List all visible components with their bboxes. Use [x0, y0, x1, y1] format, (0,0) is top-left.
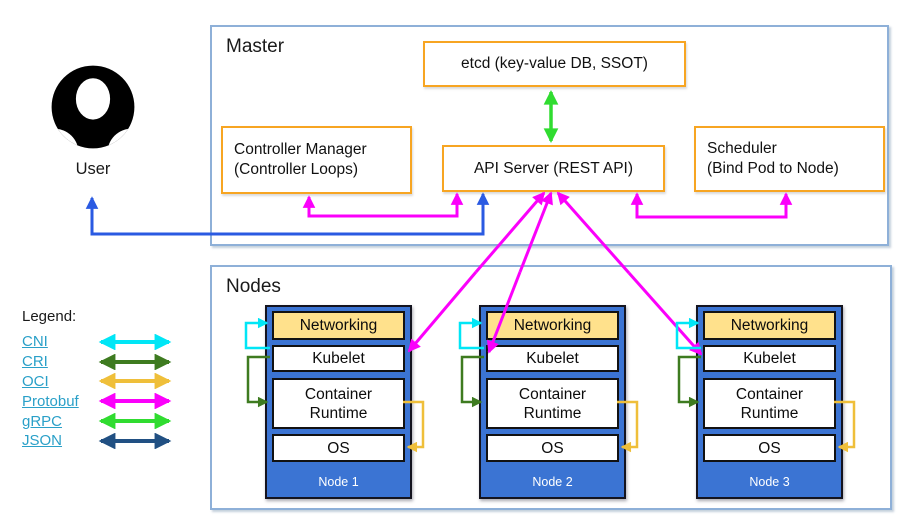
controller-manager-label-line1: Controller Manager — [234, 141, 367, 158]
node-2-os-box: OS — [486, 434, 619, 462]
node-3-card: Networking Kubelet Container Runtime OS … — [696, 305, 843, 499]
legend-arrow-cni — [98, 333, 172, 350]
controller-manager-box: Controller Manager (Controller Loops) — [221, 126, 412, 194]
node-1-runtime-line2: Runtime — [309, 404, 368, 422]
user-icon — [51, 65, 135, 149]
node-2-card: Networking Kubelet Container Runtime OS … — [479, 305, 626, 499]
api-server-label: API Server (REST API) — [473, 159, 634, 177]
node-2-runtime-line1: Container — [518, 385, 587, 403]
user-label: User — [75, 160, 111, 178]
user-actor: User — [48, 61, 138, 179]
node-3-networking-box: Networking — [703, 311, 836, 340]
legend-link-protobuf[interactable]: Protobuf — [22, 392, 79, 410]
legend-link-grpc[interactable]: gRPC — [22, 412, 63, 430]
legend-link-cri[interactable]: CRI — [22, 353, 48, 371]
scheduler-box: Scheduler (Bind Pod to Node) — [694, 126, 885, 192]
legend-link-oci[interactable]: OCI — [22, 372, 49, 390]
master-title: Master — [226, 36, 285, 57]
node-1-runtime-line1: Container — [304, 385, 373, 403]
node-1-networking-box: Networking — [272, 311, 405, 340]
legend-item-cri: CRI — [22, 352, 177, 372]
controller-manager-label-line2: (Controller Loops) — [234, 161, 359, 178]
scheduler-label-line1: Scheduler — [707, 140, 777, 157]
node-1-name-badge: Node 1 — [318, 475, 359, 489]
node-1-container-runtime-box: Container Runtime — [272, 378, 405, 429]
user-icon-head — [75, 78, 111, 120]
etcd-label: etcd (key-value DB, SSOT) — [461, 55, 648, 72]
node-1-card: Networking Kubelet Container Runtime OS … — [265, 305, 412, 499]
node-3-container-runtime-box: Container Runtime — [703, 378, 836, 429]
node-3-os-box: OS — [703, 434, 836, 462]
legend-title: Legend: — [22, 308, 77, 325]
nodes-title: Nodes — [226, 276, 281, 297]
node-2-networking-box: Networking — [486, 311, 619, 340]
node-2-name-badge: Node 2 — [532, 475, 573, 489]
legend-arrow-json — [98, 432, 172, 449]
api-server-box: API Server (REST API) — [442, 145, 665, 192]
legend-arrow-cri — [98, 353, 172, 370]
legend-arrow-grpc — [98, 413, 172, 430]
node-2-runtime-line2: Runtime — [523, 404, 582, 422]
legend-item-protobuf: Protobuf — [22, 391, 177, 411]
legend-arrow-oci — [98, 373, 172, 390]
legend-link-cni[interactable]: CNI — [22, 333, 48, 351]
nodes-group: Nodes Networking Kubelet Container Runti… — [210, 265, 892, 510]
node-3-kubelet-box: Kubelet — [703, 345, 836, 372]
node-2-container-runtime-box: Container Runtime — [486, 378, 619, 429]
legend-item-cni: CNI — [22, 332, 177, 352]
legend-item-grpc: gRPC — [22, 411, 177, 431]
etcd-box: etcd (key-value DB, SSOT) — [423, 41, 686, 87]
scheduler-label-line2: (Bind Pod to Node) — [707, 160, 839, 177]
node-2-kubelet-box: Kubelet — [486, 345, 619, 372]
legend-item-json: JSON — [22, 431, 177, 451]
node-1-kubelet-box: Kubelet — [272, 345, 405, 372]
legend-item-oci: OCI — [22, 372, 177, 392]
master-group: Master etcd (key-value DB, SSOT) Control… — [210, 25, 889, 246]
legend: Legend: CNI CRI OCI Protobuf — [22, 308, 177, 451]
legend-link-json[interactable]: JSON — [22, 432, 63, 450]
node-3-name-badge: Node 3 — [749, 475, 790, 489]
node-1-os-box: OS — [272, 434, 405, 462]
node-3-runtime-line2: Runtime — [740, 404, 799, 422]
node-3-runtime-line1: Container — [735, 385, 804, 403]
legend-arrow-protobuf — [98, 393, 172, 410]
